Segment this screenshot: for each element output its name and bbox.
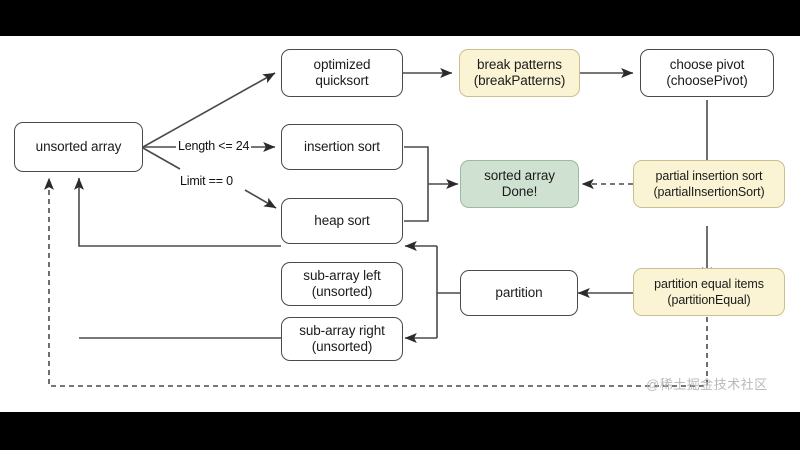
- node-choose-pivot[interactable]: choose pivot (choosePivot): [640, 49, 774, 97]
- node-optimized-quicksort-label-2: quicksort: [315, 73, 369, 88]
- node-sub-array-right-label-2: (unsorted): [311, 339, 373, 354]
- node-optimized-quicksort[interactable]: optimized quicksort: [281, 49, 403, 97]
- edge-unsorted-to-quicksort: [142, 72, 276, 148]
- node-sub-array-left-label-2: (unsorted): [311, 284, 373, 299]
- node-heap-sort-label: heap sort: [314, 212, 370, 228]
- edge-label-length-condition: Length <= 24: [176, 139, 252, 153]
- node-break-patterns-label-2: (breakPatterns): [473, 73, 566, 88]
- edge-partition-to-subarrays-bus: [436, 246, 460, 294]
- node-sub-array-right[interactable]: sub-array right (unsorted): [281, 317, 403, 361]
- node-break-patterns[interactable]: break patterns (breakPatterns): [459, 49, 580, 97]
- node-sub-array-right-label-1: sub-array right: [299, 322, 385, 338]
- node-partition-equal-items[interactable]: partition equal items (partitionEqual): [633, 268, 785, 316]
- node-partition-equal-items-label-2: (partitionEqual): [667, 293, 751, 307]
- node-partial-insertion-sort-label-2: (partialInsertionSort): [653, 185, 765, 199]
- node-insertion-sort[interactable]: insertion sort: [281, 124, 403, 170]
- node-partition[interactable]: partition: [460, 270, 578, 316]
- node-partition-label: partition: [495, 284, 543, 300]
- node-choose-pivot-label-1: choose pivot: [669, 56, 745, 72]
- node-insertion-sort-label: insertion sort: [304, 138, 380, 154]
- edge-unsorted-to-heap-b: [244, 189, 277, 209]
- diagram-edges-layer: [44, 68, 712, 387]
- node-unsorted-array-label: unsorted array: [35, 138, 122, 154]
- edge-label-limit-condition: Limit == 0: [178, 174, 235, 188]
- edge-partitionequal-feedback-dashed: [44, 177, 708, 387]
- edge-subarrayleft-feedback: [74, 177, 281, 247]
- edge-insertion-to-merge: [404, 146, 429, 184]
- node-sorted-array-label-2: Done!: [501, 184, 538, 199]
- edge-heap-to-merge: [404, 184, 429, 222]
- node-unsorted-array[interactable]: unsorted array: [14, 122, 143, 172]
- node-partial-insertion-sort-label-1: partial insertion sort: [655, 168, 763, 183]
- node-choose-pivot-label-2: (choosePivot): [666, 73, 748, 88]
- node-partial-insertion-sort[interactable]: partial insertion sort (partialInsertion…: [633, 160, 785, 208]
- node-heap-sort[interactable]: heap sort: [281, 198, 403, 244]
- node-partition-equal-items-label-1: partition equal items: [654, 276, 764, 291]
- node-break-patterns-label-1: break patterns: [477, 56, 562, 72]
- watermark-text: @稀土掘金技术社区: [646, 377, 768, 392]
- letterbox-top-bar: [0, 0, 800, 36]
- diagram-canvas: unsorted array optimized quicksort inser…: [0, 36, 800, 412]
- node-sub-array-left-label-1: sub-array left: [303, 267, 381, 283]
- node-sorted-array[interactable]: sorted array Done!: [460, 160, 579, 208]
- edge-unsorted-to-heap-a: [142, 147, 181, 170]
- letterbox-bottom-bar: [0, 412, 800, 450]
- node-sorted-array-label-1: sorted array: [484, 167, 555, 183]
- node-sub-array-left[interactable]: sub-array left (unsorted): [281, 262, 403, 306]
- node-optimized-quicksort-label-1: optimized: [313, 56, 371, 72]
